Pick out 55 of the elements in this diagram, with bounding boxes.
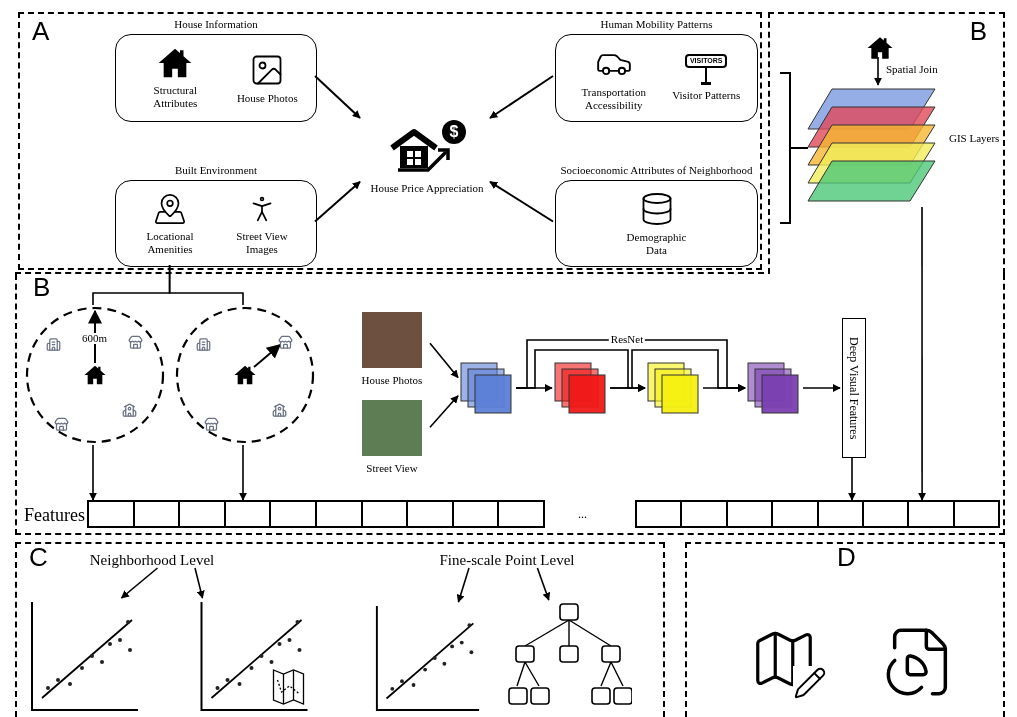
dashed-panel [768, 12, 1005, 274]
dollar-coin-icon: $ [442, 120, 466, 144]
arrow [456, 567, 470, 603]
photo-caption: House Photos [361, 373, 423, 388]
arrow [802, 384, 841, 392]
panel-letter: B [33, 274, 51, 300]
arrow [120, 567, 159, 599]
item-label: Transportation Accessibility [580, 86, 647, 112]
arrow [239, 444, 247, 501]
panel-letter: C [29, 544, 48, 570]
arrow [874, 56, 882, 86]
arrow [848, 457, 856, 501]
label-box [842, 318, 866, 458]
dashed-panel [15, 542, 665, 717]
arrow [515, 349, 646, 392]
item-label: Visitor Patterns [672, 89, 741, 102]
item-label: Structural Attributes [152, 84, 199, 110]
arrow [429, 342, 459, 379]
panel-letter: B [969, 18, 987, 44]
arrow [489, 180, 554, 223]
side-label: GIS Layers [949, 133, 1000, 144]
dashed-panel [15, 274, 1005, 535]
panel-letter: A [32, 18, 50, 44]
arrow [489, 75, 554, 119]
connector-line [168, 264, 244, 306]
item-label: Locational Amenities [145, 229, 195, 256]
dashed-panel [18, 12, 762, 270]
card-heading: House Information [174, 19, 258, 30]
arrow [536, 567, 551, 601]
edge-label: Spatial Join [884, 64, 940, 75]
arrow [314, 180, 361, 223]
photo-caption: Street View [366, 461, 418, 476]
level-heading: Fine-scale Point Level [439, 552, 575, 568]
feature-vector-bar [635, 500, 1000, 528]
arrow [609, 349, 746, 392]
dimension-label: 600m [82, 333, 108, 344]
item-label: Demographic Data [625, 230, 688, 257]
vertical-label: Deep Visual Features [846, 336, 862, 440]
card-heading: Built Environment [174, 165, 258, 176]
item-label: Street View Images [235, 229, 289, 256]
panel-letter: D [837, 544, 856, 570]
card-heading: Socioeconomic Attributes of Neighborhood [560, 165, 753, 176]
dashed-panel [685, 542, 1005, 717]
ellipsis: ... [578, 508, 587, 520]
arrow [89, 444, 97, 501]
level-heading: Neighborhood Level [89, 552, 215, 568]
side-label: Features [24, 506, 85, 524]
arrow [314, 75, 361, 119]
arrow [918, 206, 927, 501]
card-heading: Human Mobility Patterns [600, 19, 713, 30]
edge-label: ResNet [608, 334, 646, 345]
item-label: House Photos [236, 91, 298, 105]
hub-label: House Price Appreciation [370, 181, 484, 196]
arrow [194, 567, 205, 599]
arrow [429, 395, 459, 429]
